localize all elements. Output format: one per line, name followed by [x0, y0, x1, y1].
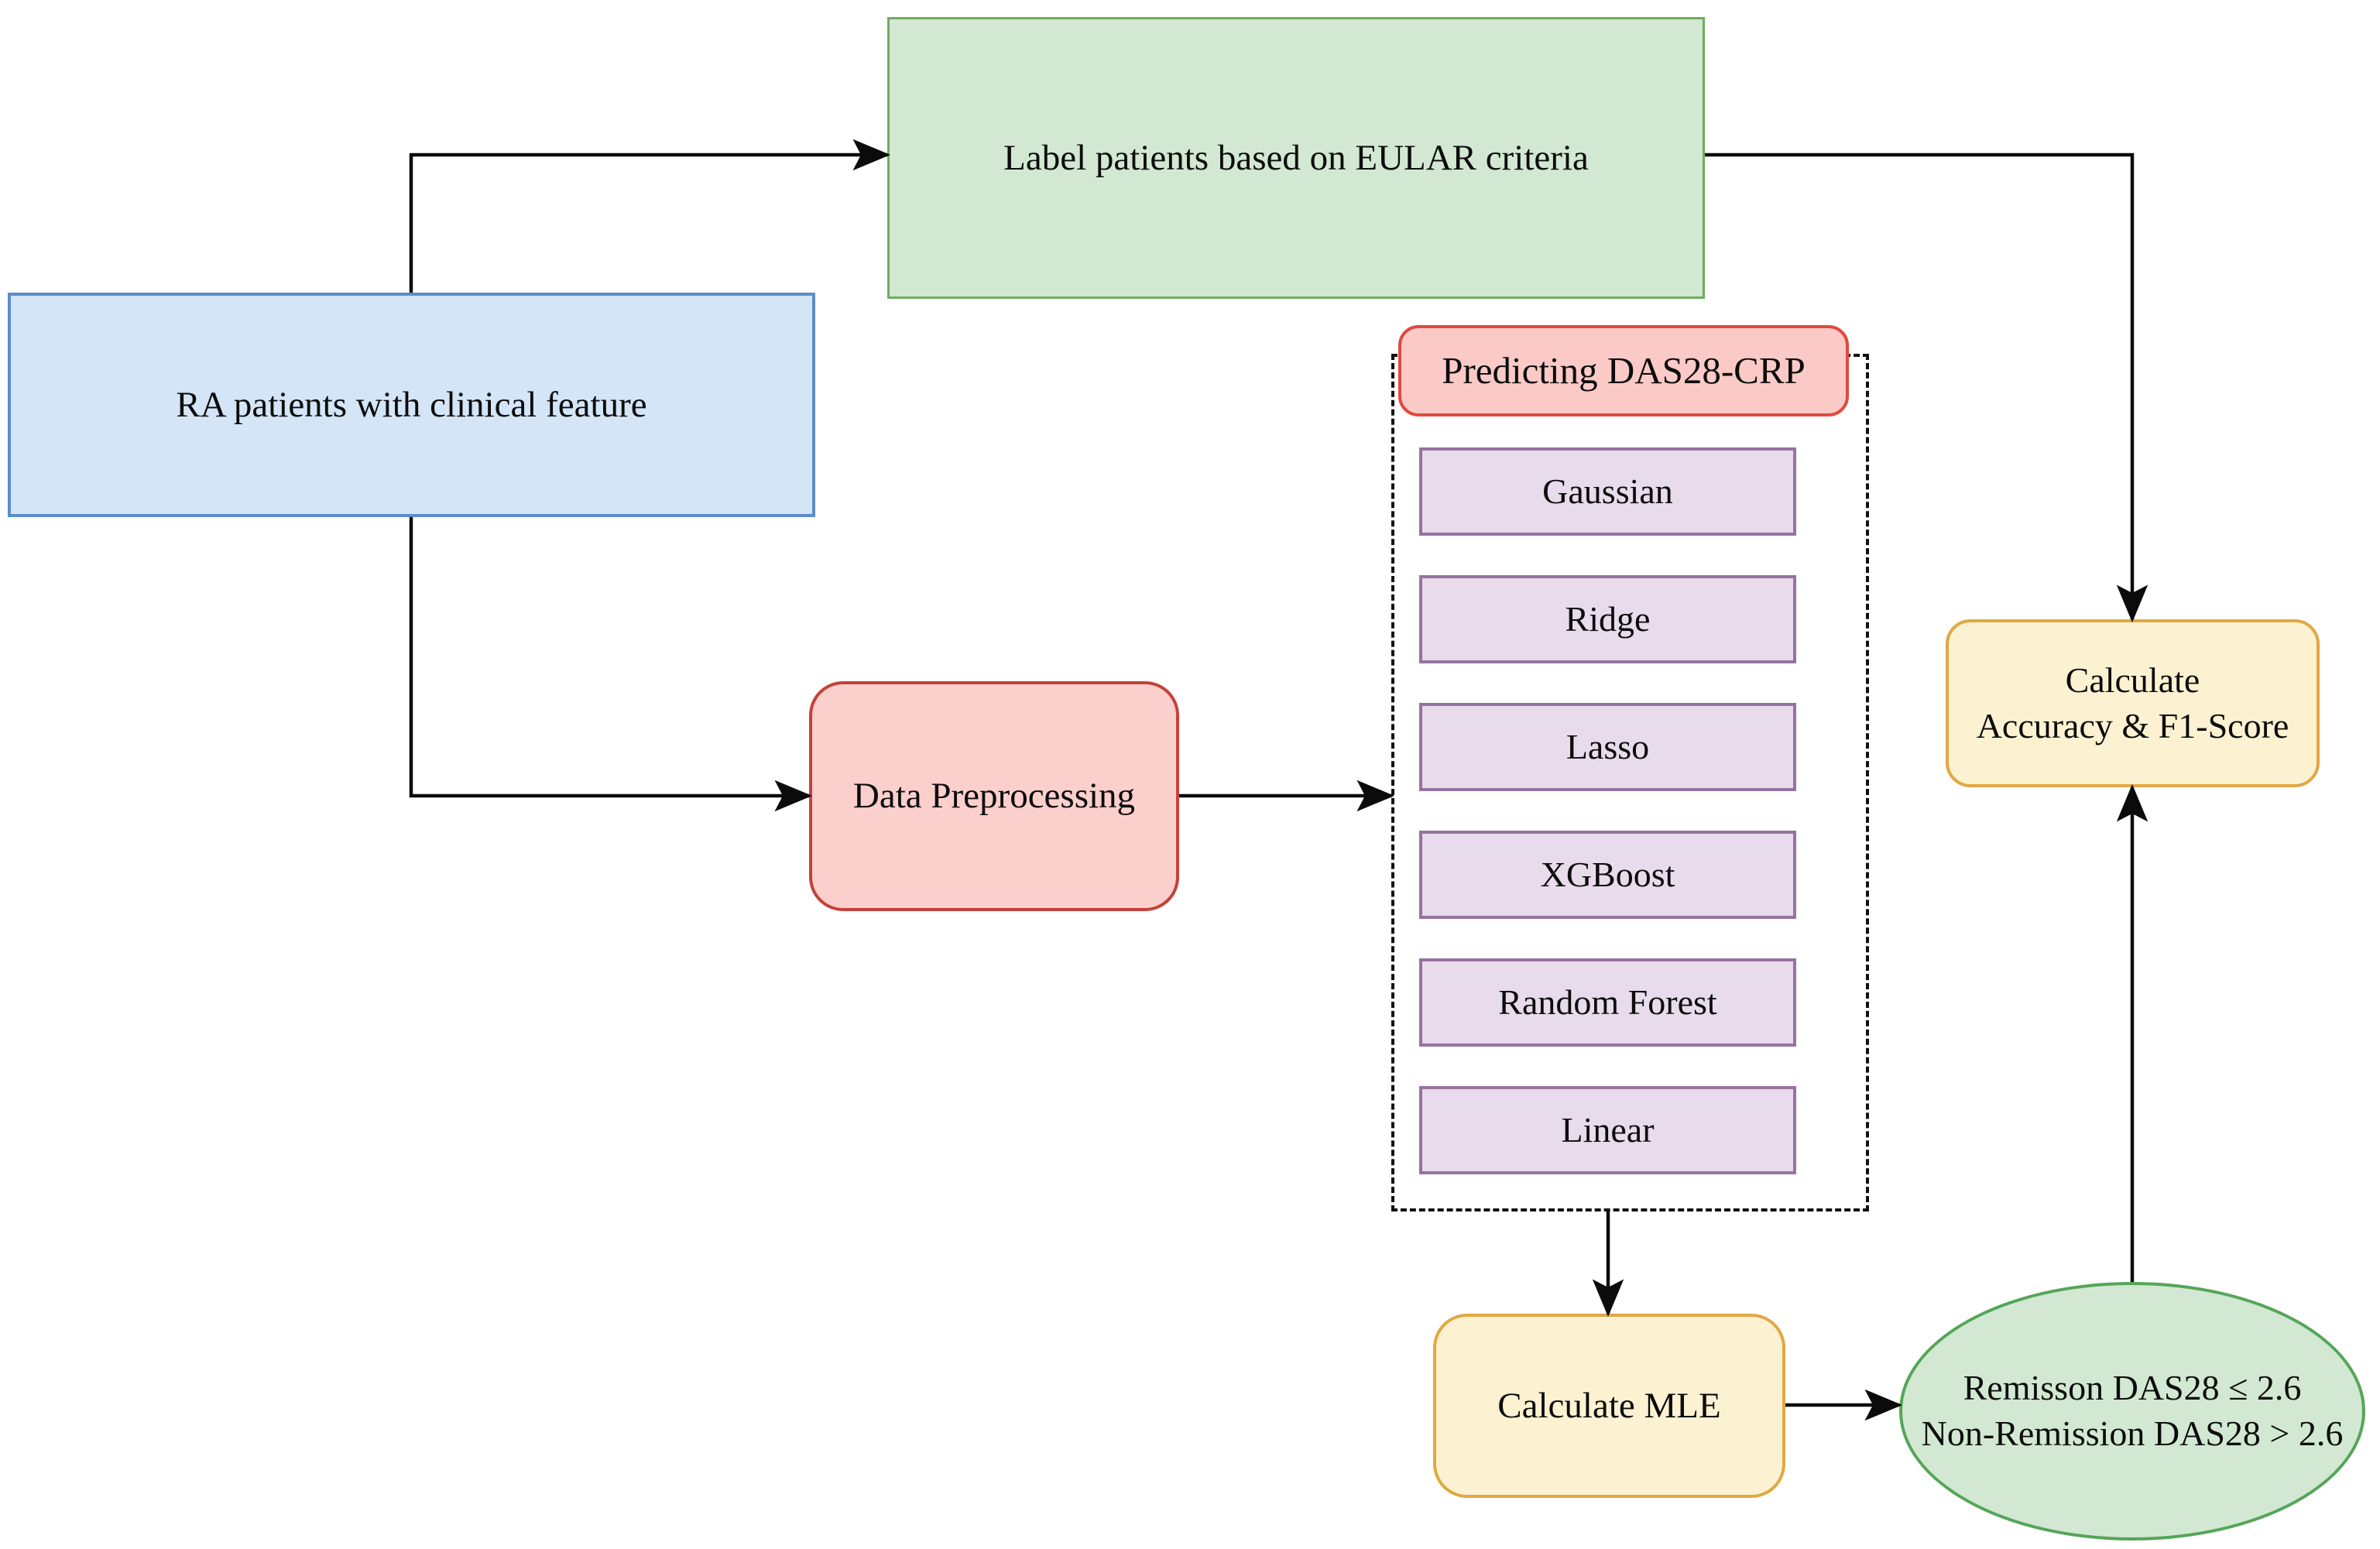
node-remission-outcome-line2: Non-Remission DAS28 > 2.6 — [1921, 1414, 2344, 1453]
node-model-random-forest: Random Forest — [1419, 958, 1796, 1047]
node-eular-label-text: Label patients based on EULAR criteria — [1003, 137, 1589, 178]
node-data-preprocessing: Data Preprocessing — [809, 681, 1179, 911]
node-model-lasso-label: Lasso — [1566, 726, 1650, 766]
node-model-random-forest-label: Random Forest — [1498, 982, 1717, 1022]
arrow-ra-to-preprocessing — [409, 517, 813, 812]
node-calculate-accuracy-line1: Calculate — [2065, 660, 2200, 700]
node-predicting-das28: Predicting DAS28-CRP — [1398, 325, 1849, 416]
node-model-ridge-label: Ridge — [1565, 598, 1651, 639]
node-model-lasso: Lasso — [1419, 703, 1796, 791]
arrow-ra-to-eular — [409, 139, 891, 293]
node-ra-patients: RA patients with clinical feature — [8, 293, 815, 517]
node-calculate-mle: Calculate MLE — [1433, 1314, 1785, 1498]
node-remission-outcome: Remisson DAS28 ≤ 2.6 Non-Remission DAS28… — [1899, 1282, 2365, 1540]
node-calculate-accuracy: Calculate Accuracy & F1-Score — [1946, 619, 2320, 787]
node-remission-outcome-line1: Remisson DAS28 ≤ 2.6 — [1963, 1368, 2302, 1408]
node-model-xgboost-label: XGBoost — [1540, 854, 1675, 894]
node-model-gaussian-label: Gaussian — [1542, 471, 1673, 511]
node-data-preprocessing-label: Data Preprocessing — [852, 776, 1136, 817]
node-calculate-accuracy-line2: Accuracy & F1-Score — [1976, 705, 2289, 745]
node-ra-patients-label: RA patients with clinical feature — [176, 384, 647, 425]
node-model-linear: Linear — [1419, 1086, 1796, 1174]
node-predicting-das28-label: Predicting DAS28-CRP — [1442, 348, 1806, 392]
node-calculate-mle-label: Calculate MLE — [1497, 1385, 1721, 1426]
node-model-gaussian: Gaussian — [1419, 447, 1796, 536]
node-model-linear-label: Linear — [1561, 1109, 1655, 1150]
node-model-xgboost: XGBoost — [1419, 831, 1796, 919]
node-eular-label: Label patients based on EULAR criteria — [887, 17, 1705, 299]
node-model-ridge: Ridge — [1419, 575, 1796, 663]
